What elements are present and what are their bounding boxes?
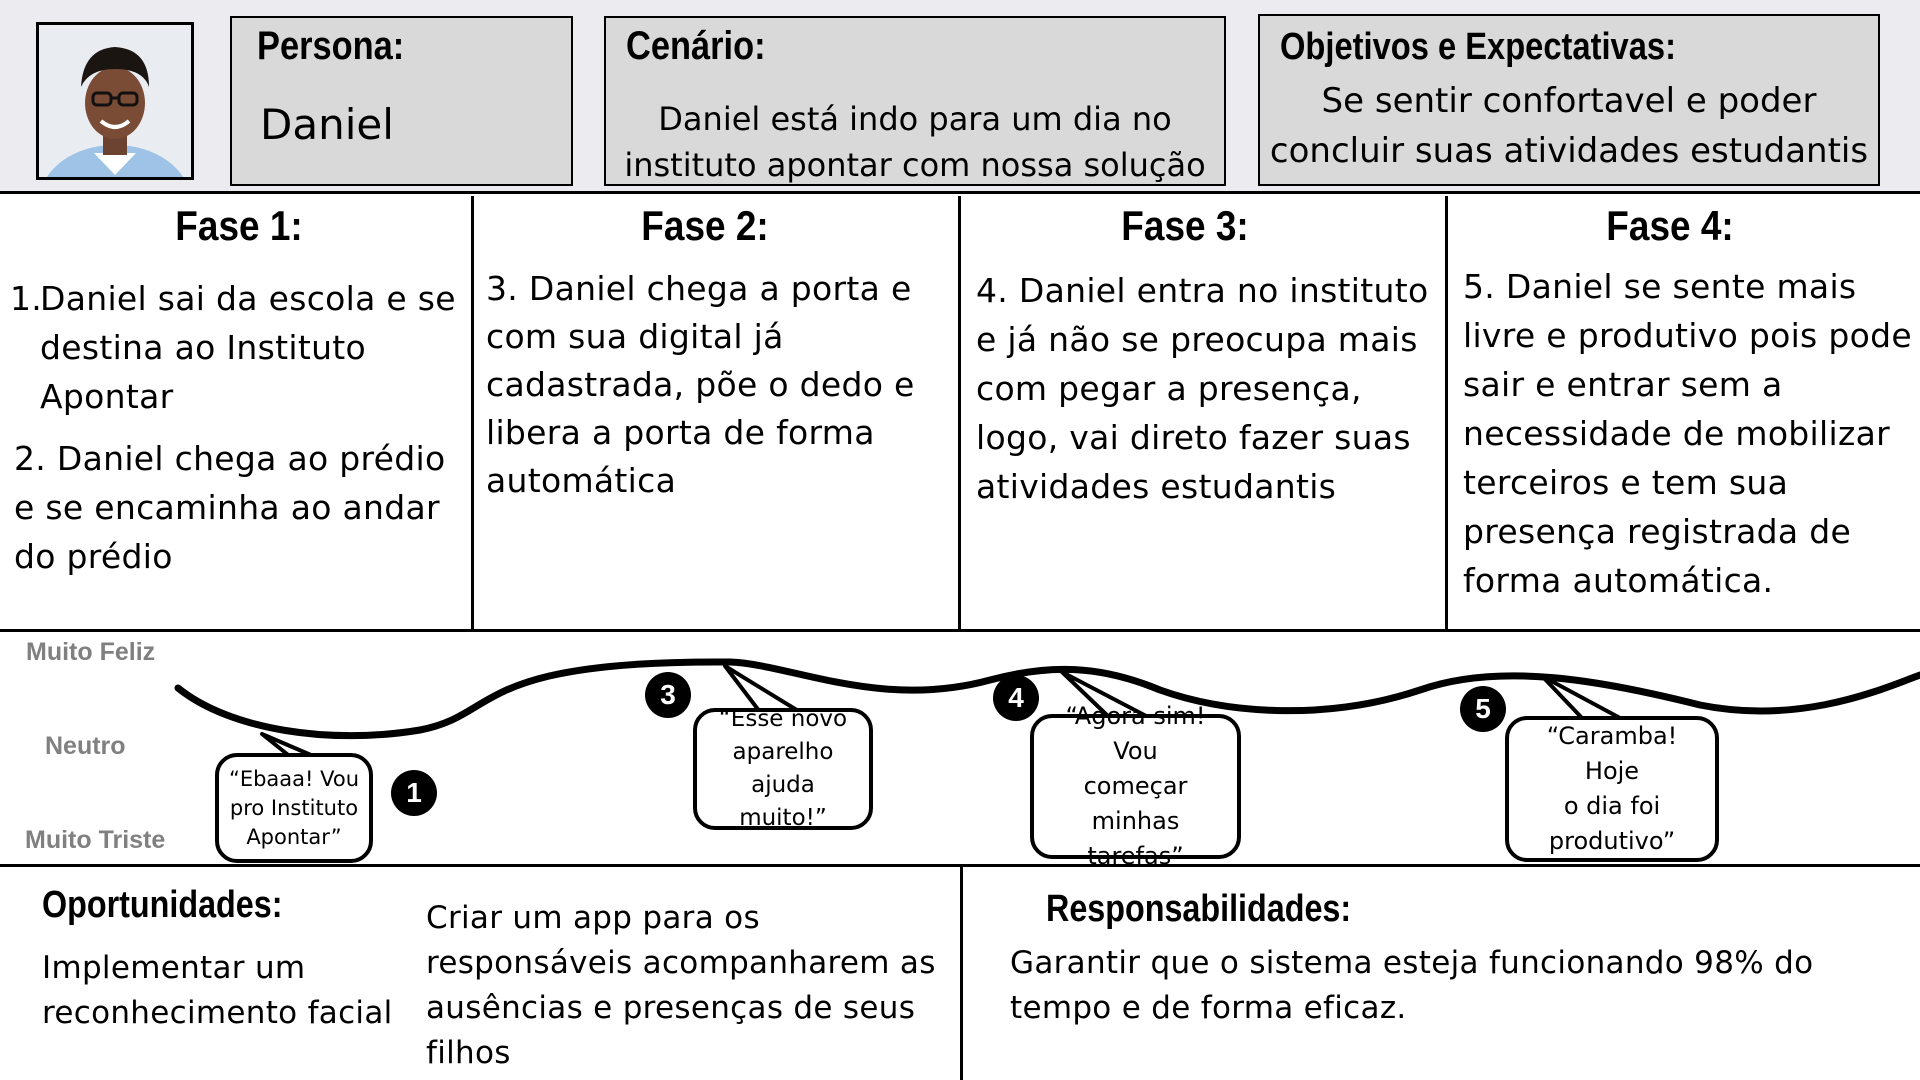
phase-line: com pegar a presença, [976,369,1362,408]
persona-box: Persona: Daniel [230,16,573,186]
bubble-line: “Caramba! Hoje [1546,722,1678,785]
bubble-line: “Ebaaa! Vou [228,766,360,791]
bubble-line: o dia foi [1563,792,1661,820]
opportunity-line: responsáveis acompanharem as [426,945,936,981]
bubble-line: pro Instituto [229,795,359,820]
phase-2-title: Fase 2: [641,202,769,249]
goals-line: Se sentir confortavel e poder [1321,81,1817,121]
phases-divider [0,629,1920,632]
phase-line: logo, vai direto fazer suas [976,418,1411,457]
opportunities-title: Oportunidades: [42,884,283,926]
phase-line: e já não se preocupa mais [976,320,1418,359]
phase-4-title: Fase 4: [1606,202,1734,249]
phase-1-item-1: 1. [10,274,42,323]
phase-line: livre e produtivo pois pode [1463,316,1912,355]
bubble-line: Apontar” [246,824,342,849]
responsibility-line: Garantir que o sistema esteja funcionand… [1010,945,1814,981]
opportunity-line: filhos [426,1035,511,1071]
responsibility-line: tempo e de forma eficaz. [1010,990,1407,1026]
emotion-label-middle: Neutro [45,732,126,760]
phase-line: 5. Daniel se sente mais [1463,267,1857,306]
phase-line: necessidade de mobilizar [1463,414,1890,453]
phase-line: Daniel sai da escola e se [40,279,456,318]
opportunity-line: reconhecimento facial [42,995,393,1031]
phase-line: Apontar [40,377,174,416]
scenario-title: Cenário: [626,24,766,68]
phase-line: presença registrada de [1463,512,1852,551]
touchpoint-bubble-1: “Ebaaa! Vou pro Instituto Apontar” [215,753,373,863]
touchpoint-number-3: 3 [645,672,691,718]
phase-1-item-2: 2. Daniel chega ao prédio e se encaminha… [14,434,445,581]
touchpoint-number-4: 4 [993,675,1039,721]
phase-divider [958,196,961,630]
scenario-box: Cenário: Daniel está indo para um dia no… [604,16,1226,186]
persona-avatar-image [39,25,191,177]
phase-line: e se encaminha ao andar [14,488,440,527]
curve-divider [0,864,1920,867]
phase-line: forma automática. [1463,561,1774,600]
phase-3-title: Fase 3: [1121,202,1249,249]
phase-line: automática [486,461,677,500]
phase-divider [471,196,474,630]
phase-divider [1445,196,1448,630]
phase-line: destina ao Instituto [40,328,367,367]
persona-name: Daniel [260,100,394,149]
persona-photo [36,22,194,180]
phase-line: sair e entrar sem a [1463,365,1783,404]
phase-line: terceiros e tem sua [1463,463,1789,502]
phase-line: 3. Daniel chega a porta e [486,269,912,308]
bottom-divider [960,866,963,1080]
goals-text: Se sentir confortavel e poder concluir s… [1260,76,1878,176]
phase-line: cadastrada, põe o dedo e [486,365,915,404]
emotion-label-bottom: Muito Triste [25,826,166,854]
bubble-line: produtivo” [1548,827,1676,855]
goals-title: Objetivos e Expectativas: [1280,26,1676,68]
phase-1-item-1-text: Daniel sai da escola e se destina ao Ins… [40,274,456,421]
phase-1-item-1-number: 1. [10,279,43,318]
phase-line: 4. Daniel entra no instituto [976,271,1429,310]
phase-line: 2. Daniel chega ao prédio [14,439,446,478]
goals-box: Objetivos e Expectativas: Se sentir conf… [1258,14,1880,186]
touchpoint-bubble-5: “Caramba! Hoje o dia foi produtivo” [1505,716,1719,862]
responsibilities-text: Garantir que o sistema esteja funcionand… [1010,941,1813,1031]
touchpoint-bubble-3: “Esse novo aparelho ajuda muito!” [693,706,873,831]
phase-3-text: 4. Daniel entra no instituto e já não se… [976,266,1428,511]
touchpoint-number-5: 5 [1460,686,1506,732]
scenario-line: Daniel está indo para um dia no [658,100,1172,138]
bubble-line: começar [1083,772,1188,800]
phase-line: atividades estudantis [976,467,1337,506]
touchpoint-number-1: 1 [391,770,437,816]
persona-title: Persona: [257,24,405,68]
phase-line: libera a porta de forma [486,413,875,452]
opportunities-col-2: Criar um app para os responsáveis acompa… [426,896,936,1076]
touchpoint-bubble-4: “Agora sim! Vou começar minhas tarefas” [1030,702,1241,870]
responsibilities-title: Responsabilidades: [1046,888,1352,930]
phase-line: com sua digital já [486,317,784,356]
emotion-label-top: Muito Feliz [26,638,156,666]
header-divider [0,191,1920,194]
bubble-line: ajuda muito!” [739,772,827,831]
bubble-line: aparelho [732,739,834,765]
bubble-line: “Esse novo [718,706,848,732]
phase-1-title: Fase 1: [175,202,303,249]
phase-line: do prédio [14,537,173,576]
phase-2-text: 3. Daniel chega a porta e com sua digita… [486,265,915,505]
bubble-line: “Agora sim! Vou [1065,702,1206,765]
opportunity-line: Implementar um [42,950,306,986]
scenario-text: Daniel está indo para um dia no institut… [606,96,1224,188]
opportunity-line: ausências e presenças de seus [426,990,916,1026]
opportunity-line: Criar um app para os [426,900,760,936]
phase-4-text: 5. Daniel se sente mais livre e produtiv… [1463,262,1912,605]
goals-line: concluir suas atividades estudantis [1269,131,1869,171]
scenario-line: instituto apontar com nossa solução [624,146,1206,184]
opportunities-col-1: Implementar um reconhecimento facial [42,946,393,1036]
